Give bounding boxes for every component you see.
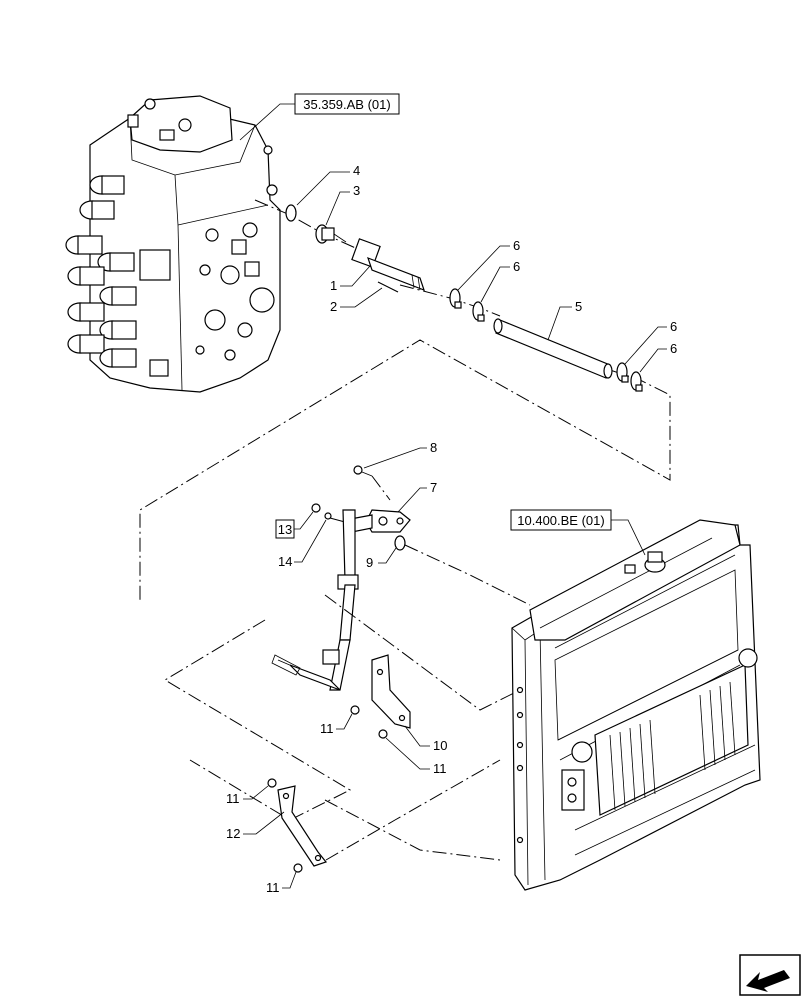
- callout-6b: 6: [480, 259, 520, 303]
- arrow-icon[interactable]: [739, 954, 801, 996]
- part-o-ring-4: [285, 204, 297, 222]
- callout-3: 3: [325, 183, 360, 226]
- part-bolt-8: [353, 465, 373, 477]
- part-clamp-6b: [472, 301, 485, 322]
- callout-13[interactable]: 13: [275, 511, 314, 539]
- part-adapter-3: [315, 224, 347, 244]
- callout-9: 9: [366, 547, 397, 570]
- radiator-reference-label[interactable]: 10.400.BE (01): [510, 509, 612, 531]
- radiator-assembly: [511, 519, 761, 891]
- svg-text:13: 13: [278, 522, 292, 537]
- part-nut-13: [311, 503, 321, 513]
- assembly-line-bolt: [371, 475, 391, 501]
- svg-text:2: 2: [330, 299, 337, 314]
- callout-11c: 11: [226, 785, 269, 806]
- svg-text:1: 1: [330, 278, 337, 293]
- svg-text:4: 4: [353, 163, 360, 178]
- svg-text:5: 5: [575, 299, 582, 314]
- svg-text:10.400.BE (01): 10.400.BE (01): [517, 513, 604, 528]
- assembly-line-valve: [254, 199, 361, 251]
- callout-14: 14: [278, 519, 327, 569]
- svg-text:9: 9: [366, 555, 373, 570]
- part-clamp-6a: [449, 288, 462, 309]
- assembly-line-bracket12b: [324, 799, 501, 861]
- part-pipe-7: [271, 509, 411, 691]
- part-hose-5: [493, 318, 613, 379]
- assembly-line-bracket12: [325, 759, 501, 861]
- svg-text:11: 11: [266, 880, 280, 895]
- control-valve: [65, 95, 281, 393]
- callout-5: 5: [547, 299, 582, 341]
- assembly-line-nut: [329, 517, 346, 523]
- part-bolt-11c: [267, 778, 277, 788]
- callout-6c: 6: [624, 319, 677, 365]
- assembly-line-lower: [164, 619, 352, 821]
- part-screw-2: [377, 281, 399, 293]
- svg-text:11: 11: [320, 721, 334, 736]
- svg-text:6: 6: [670, 319, 677, 334]
- callout-10: 10: [404, 725, 447, 753]
- svg-text:6: 6: [670, 341, 677, 356]
- callout-6d: 6: [639, 341, 677, 373]
- svg-text:6: 6: [513, 259, 520, 274]
- assembly-line-oring: [404, 544, 531, 606]
- part-o-ring-9: [394, 535, 406, 551]
- svg-text:6: 6: [513, 238, 520, 253]
- callout-12: 12: [226, 811, 285, 841]
- part-bolt-11d: [293, 863, 303, 873]
- part-bracket-12: [277, 785, 328, 867]
- part-clamp-6d: [630, 371, 643, 392]
- svg-text:8: 8: [430, 440, 437, 455]
- part-washer-14: [324, 512, 332, 520]
- part-bolt-11b: [378, 729, 388, 739]
- callout-2: 2: [330, 287, 383, 314]
- part-bolt-11a: [350, 705, 360, 715]
- part-clamp-6c: [616, 362, 629, 383]
- callout-6a: 6: [457, 238, 520, 291]
- callout-11d: 11: [266, 871, 297, 895]
- svg-text:3: 3: [353, 183, 360, 198]
- assembly-line-hose: [399, 284, 501, 317]
- svg-text:11: 11: [226, 791, 240, 806]
- radiator-ref-leader: [611, 519, 646, 556]
- callout-4: 4: [296, 163, 360, 206]
- valve-ref-leader: [239, 103, 295, 141]
- svg-text:35.359.AB (01): 35.359.AB (01): [303, 97, 390, 112]
- valve-reference-label[interactable]: 35.359.AB (01): [294, 93, 400, 115]
- svg-text:10: 10: [433, 738, 447, 753]
- callout-7: 7: [397, 480, 437, 513]
- svg-text:14: 14: [278, 554, 292, 569]
- callout-8: 8: [363, 440, 437, 469]
- svg-text:7: 7: [430, 480, 437, 495]
- assembly-line-bracket: [324, 594, 521, 711]
- callout-1: 1: [330, 265, 371, 293]
- svg-text:12: 12: [226, 826, 240, 841]
- part-elbow-fitting-1: [351, 238, 425, 292]
- callout-11a: 11: [320, 713, 353, 736]
- callout-11b: 11: [385, 737, 447, 776]
- svg-text:11: 11: [433, 761, 447, 776]
- part-bracket-10: [371, 654, 411, 729]
